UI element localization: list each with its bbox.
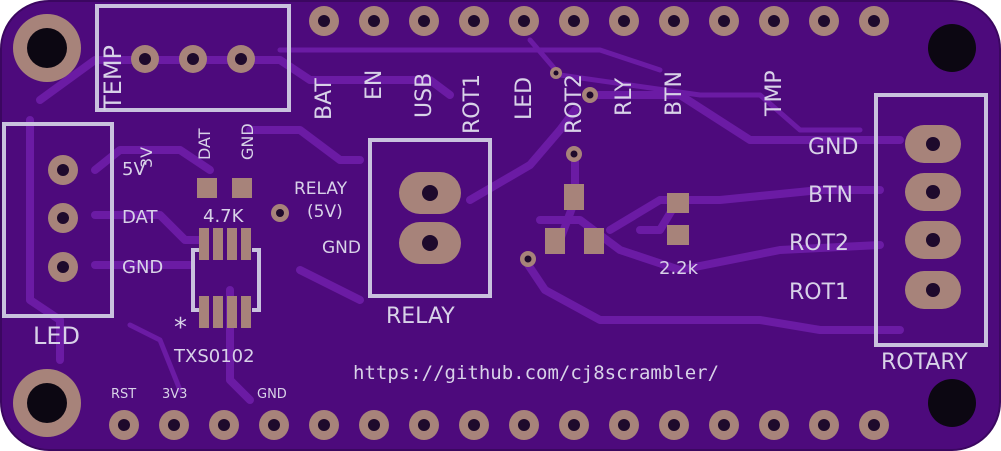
- relay-connector: RELAY (5V) GND RELAY: [294, 138, 492, 329]
- rotary-pin-gnd: GND: [808, 135, 858, 160]
- level-pin-gnd: GND: [238, 123, 257, 160]
- temp-outline: [95, 4, 291, 112]
- rotary-label: ROTARY: [881, 350, 968, 375]
- txs0102-ic: * TXS0102: [173, 228, 261, 367]
- led-pin-dat: DAT: [122, 207, 158, 228]
- resistor-4k7: 4.7K: [197, 178, 289, 227]
- relay-signal-label: RELAY: [294, 179, 348, 199]
- bottom-header-pads: [109, 410, 889, 440]
- rotary-connector: GND BTN ROT2 ROT1 ROTARY: [789, 93, 988, 375]
- header-label-en: EN: [362, 70, 387, 100]
- relay-voltage-label: (5V): [307, 202, 343, 222]
- led-pin-5v: 5V: [122, 159, 146, 180]
- header-label-rot2: ROT2: [562, 74, 587, 134]
- led-outline: [2, 122, 114, 318]
- temp-label: TEMP: [99, 45, 127, 111]
- rotary-outline: [874, 93, 988, 347]
- resistor-4k7-label: 4.7K: [203, 206, 245, 227]
- resistor-2k2-label: 2.2k: [659, 258, 699, 279]
- relay-gnd-label: GND: [322, 238, 361, 258]
- header-label-btn: BTN: [662, 71, 687, 116]
- repo-url: https://github.com/cj8scrambler/: [353, 362, 719, 384]
- temp-connector: TEMP: [95, 4, 291, 112]
- led-connector: LED 5V DAT GND: [2, 122, 163, 350]
- relay-label: RELAY: [386, 304, 455, 329]
- header-label-gnd-bottom: GND: [257, 387, 287, 402]
- header-label-led: LED: [512, 77, 537, 120]
- led-pin-gnd: GND: [122, 257, 163, 278]
- header-label-3v3: 3V3: [162, 387, 187, 402]
- ic-pin1-marker: *: [174, 313, 187, 343]
- ic-label: TXS0102: [173, 346, 255, 367]
- mount-hole-top-right: [928, 24, 976, 72]
- rotary-pin-btn: BTN: [808, 183, 853, 208]
- top-header-pads: [309, 6, 889, 36]
- header-label-usb: USB: [412, 73, 437, 118]
- bottom-header-labels: RST 3V3 GND: [111, 387, 287, 402]
- relay-outline: [368, 138, 492, 298]
- header-label-rst: RST: [111, 387, 136, 402]
- level-pin-dat: DAT: [195, 128, 214, 160]
- header-label-rly: RLY: [612, 77, 637, 116]
- led-label: LED: [33, 322, 80, 350]
- driver-components: 2.2k: [520, 67, 699, 279]
- rotary-pin-rot1: ROT1: [789, 280, 849, 305]
- header-label-bat: BAT: [312, 78, 337, 120]
- mount-hole-bottom-right: [928, 379, 976, 427]
- header-label-rot1: ROT1: [460, 74, 485, 134]
- level-pin-3v: 3V: [137, 147, 156, 168]
- mounting-holes: [13, 14, 976, 437]
- rotary-pin-rot2: ROT2: [789, 231, 849, 256]
- top-header-labels: BAT EN USB ROT1 LED ROT2 RLY BTN TMP: [312, 70, 787, 134]
- header-label-tmp: TMP: [762, 70, 787, 117]
